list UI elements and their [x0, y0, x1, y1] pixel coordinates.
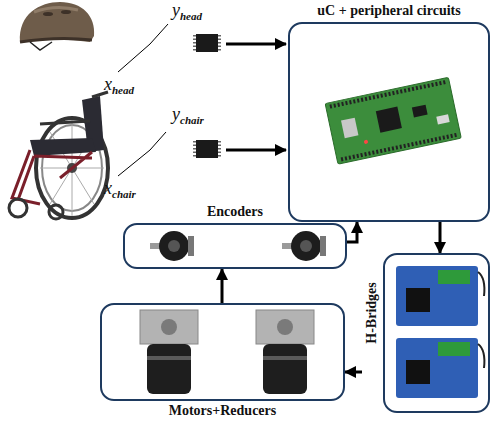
- axis-label: xhead: [104, 74, 134, 96]
- axis-name: x: [104, 74, 112, 94]
- head-imu: [118, 24, 220, 72]
- motor-image: [140, 310, 314, 394]
- encoder-image: [150, 231, 326, 261]
- box-heading: Encoders: [123, 203, 347, 221]
- flow-arrow: [221, 269, 224, 303]
- axis-subscript: head: [112, 84, 134, 96]
- motor-box: Motors+Reducers: [100, 303, 345, 420]
- box-heading: uC + peripheral circuits: [288, 2, 490, 20]
- box-heading: H-Bridges: [363, 282, 381, 343]
- flow-arrow: [439, 222, 442, 253]
- signal-arrow: [226, 43, 286, 46]
- hbridge-board: [396, 266, 484, 398]
- flow-arrow: [347, 222, 357, 242]
- flow-arrow: [345, 371, 362, 374]
- box-heading: Motors+Reducers: [100, 402, 345, 420]
- helmet: [20, 2, 94, 50]
- rounded-frame: [123, 223, 347, 269]
- axis-name: y: [172, 104, 180, 124]
- axis-subscript: head: [180, 10, 202, 22]
- axis-label: yhead: [172, 0, 202, 22]
- axis-label: xchair: [104, 178, 136, 200]
- axis-subscript: chair: [180, 114, 204, 126]
- controller-box: uC + peripheral circuits: [288, 2, 490, 222]
- rounded-frame: [100, 303, 345, 401]
- hbridge-box: H-Bridges: [362, 253, 490, 413]
- axis-name: y: [172, 0, 180, 20]
- encoder-box: Encoders: [123, 203, 347, 269]
- mcu-board: [325, 77, 461, 164]
- signal-arrow: [226, 149, 286, 152]
- axis-subscript: chair: [112, 188, 136, 200]
- axis-label: ychair: [172, 104, 204, 126]
- rounded-frame: [288, 22, 490, 222]
- wheelchair: [9, 92, 108, 219]
- chair-imu: [118, 132, 220, 176]
- rounded-frame: [383, 253, 490, 413]
- axis-name: x: [104, 178, 112, 198]
